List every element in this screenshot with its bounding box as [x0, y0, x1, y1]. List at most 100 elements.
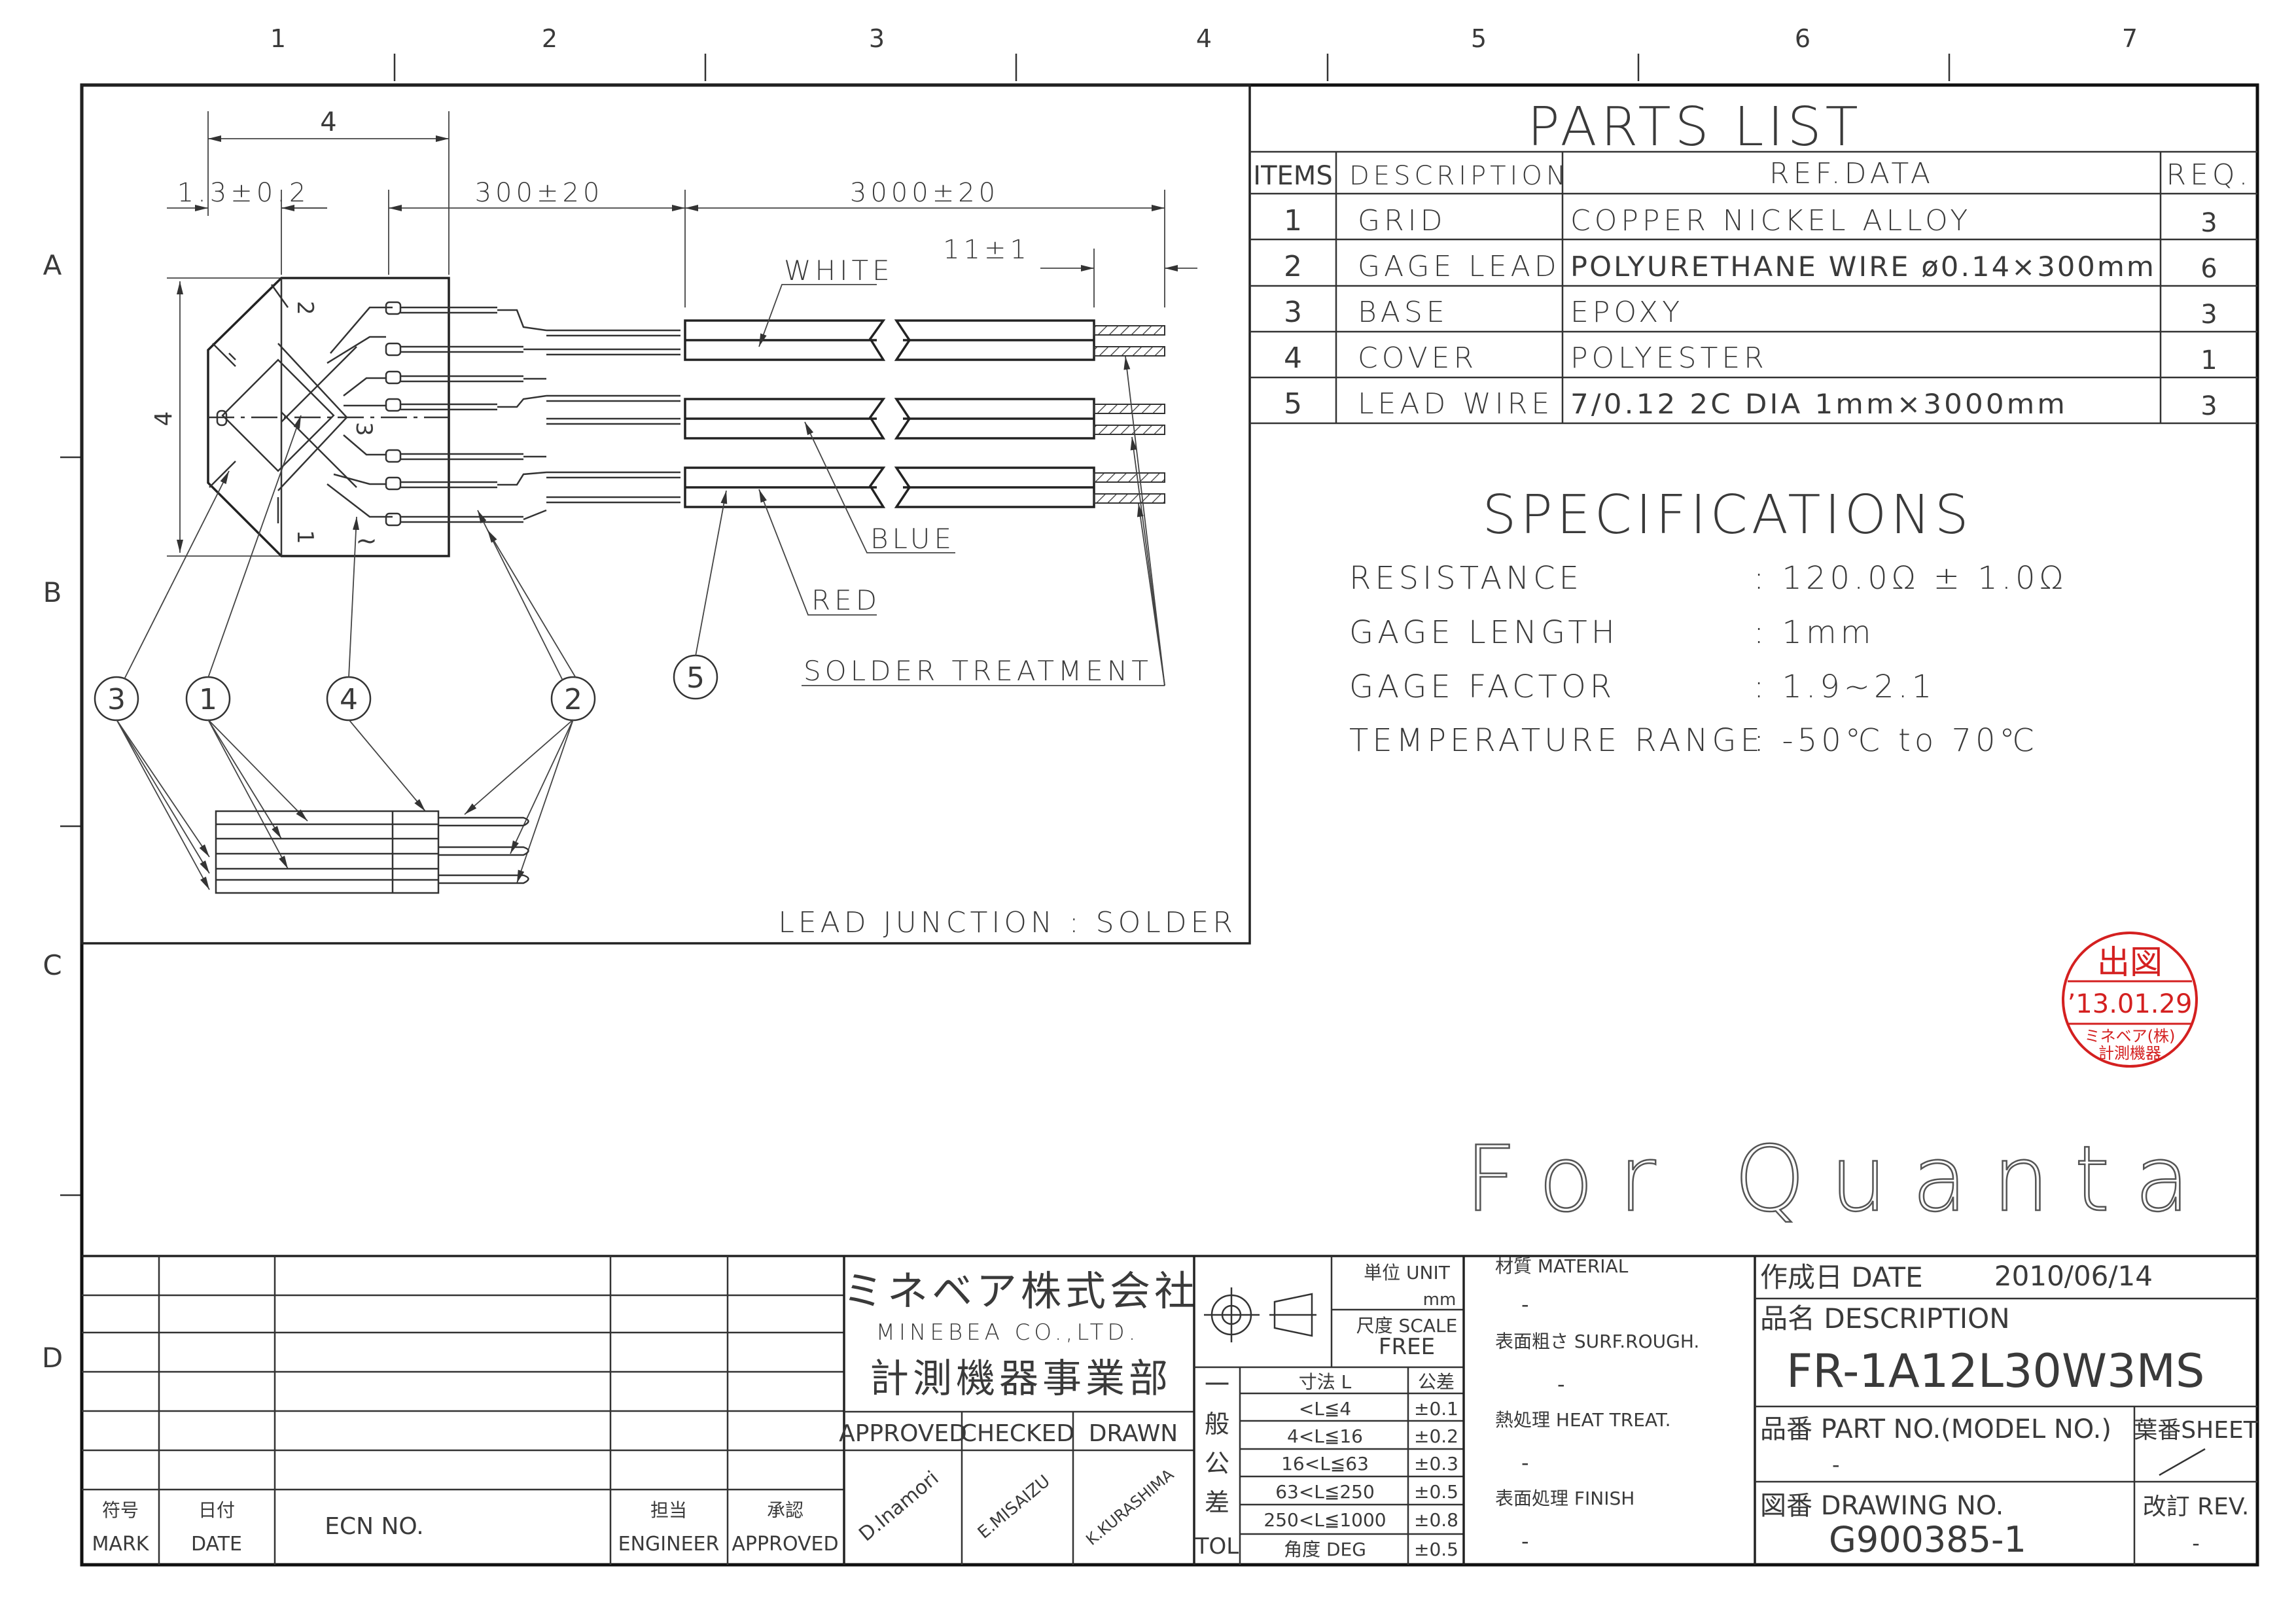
- zone-row-d: D: [42, 1342, 63, 1374]
- zone-col-3: 3: [869, 24, 885, 53]
- spec-value-temperature: : -50℃ to 70℃: [1754, 722, 2038, 759]
- zone-markers: 1 2 3 4 5 6 7 A B C D: [42, 24, 2138, 1374]
- part-1-req: 3: [2200, 208, 2217, 238]
- checked-label: CHECKED: [961, 1420, 1074, 1447]
- stamp-line-1: ミネベア(株): [2085, 1027, 2176, 1045]
- part-3-req: 3: [2200, 300, 2217, 330]
- tol-range-2: 4<L≦16: [1287, 1425, 1363, 1447]
- lead-wires: [546, 319, 1165, 508]
- dim-overall: 4: [320, 107, 336, 137]
- tol-vertical-2: 般: [1205, 1410, 1229, 1439]
- zone-col-2: 2: [542, 24, 557, 53]
- balloon-4: 4: [340, 683, 358, 716]
- date-field-value: 2010/06/14: [1994, 1260, 2153, 1292]
- parts-header-req: REQ.: [2166, 158, 2252, 192]
- balloon-3: 3: [107, 683, 126, 716]
- spec-label-resistance: RESISTANCE: [1349, 560, 1583, 597]
- division-jp: 計測機器事業部: [870, 1356, 1172, 1402]
- specifications: SPECIFICATIONS RESISTANCE : 120.0Ω ± 1.0…: [1349, 484, 2067, 759]
- finish-value: -: [1521, 1529, 1529, 1554]
- date-jp: 日付: [198, 1499, 235, 1521]
- dim-lead-wire: 3000±20: [850, 178, 999, 208]
- part-5-item: 5: [1284, 387, 1302, 421]
- stamp-line-2: 計測機器: [2098, 1044, 2161, 1062]
- surf-rough-label: 表面粗さ SURF.ROUGH.: [1495, 1331, 1699, 1352]
- part-1-description: GRID: [1358, 204, 1447, 237]
- parts-header-ref: REF.DATA: [1769, 157, 1934, 190]
- stamp-top: 出図: [2097, 943, 2163, 981]
- tol-header-tol: 公差: [1418, 1371, 1455, 1393]
- rev-value: -: [2192, 1531, 2200, 1556]
- part-2-description: GAGE LEAD: [1358, 250, 1561, 283]
- zone-row-c: C: [43, 949, 62, 981]
- solder-tips: [1093, 325, 1165, 504]
- drawing-no-value: G900385-1: [1829, 1519, 2026, 1560]
- dim-grid-width: 1.3±0.2: [177, 178, 310, 208]
- description-label: 品名 DESCRIPTION: [1760, 1302, 2010, 1335]
- balloon-2: 2: [564, 683, 582, 716]
- engineer-jp: 担当: [650, 1499, 687, 1521]
- part-1-item: 1: [1284, 204, 1302, 237]
- dim-height: 4: [150, 411, 177, 427]
- part-no-value: -: [1832, 1452, 1840, 1477]
- rev-label: 改訂 REV.: [2143, 1493, 2250, 1520]
- scale-label: 尺度 SCALE: [1356, 1315, 1458, 1336]
- parts-list-title: PARTS LIST: [1527, 96, 1862, 158]
- spec-value-gage-length: : 1mm: [1754, 614, 1875, 651]
- spec-title: SPECIFICATIONS: [1482, 484, 1972, 546]
- part-3-item: 3: [1284, 296, 1302, 329]
- approved-jp: 承認: [767, 1499, 804, 1521]
- part-3-description: BASE: [1358, 296, 1449, 329]
- watermark-for-quanta: For Quanta: [1465, 1126, 2215, 1232]
- tol-vertical-4: 差: [1205, 1488, 1229, 1517]
- title-block: 符号 MARK 日付 DATE ECN NO. 担当 ENGINEER 承認 A…: [82, 1255, 2259, 1565]
- spec-label-gage-factor: GAGE FACTOR: [1349, 669, 1616, 705]
- tol-value-3: ±0.3: [1414, 1453, 1458, 1475]
- ecn-label: ECN NO.: [325, 1513, 424, 1540]
- drawn-label: DRAWN: [1089, 1420, 1178, 1447]
- part-4-req: 1: [2200, 345, 2217, 375]
- tol-vertical-1: 一: [1205, 1370, 1229, 1399]
- tol-value-1: ±0.1: [1414, 1398, 1458, 1420]
- tol-range-5: 250<L≦1000: [1263, 1509, 1386, 1531]
- grid-number-1: 1: [292, 530, 318, 544]
- part-5-req: 3: [2200, 391, 2217, 421]
- zone-col-5: 5: [1471, 24, 1487, 53]
- tol-range-4: 63<L≦250: [1275, 1481, 1375, 1503]
- sheet-label: 葉番SHEET: [2134, 1417, 2258, 1444]
- tol-value-4: ±0.5: [1414, 1481, 1458, 1503]
- spec-label-gage-length: GAGE LENGTH: [1349, 614, 1619, 651]
- part-5-description: LEAD WIRE: [1358, 387, 1553, 421]
- unit-value: mm: [1423, 1290, 1457, 1310]
- gauge-body: 2 3 1 ~: [207, 277, 450, 557]
- side-view: [215, 810, 529, 894]
- part-5-ref: 7/0.12 2C DIA 1mm×3000mm: [1570, 388, 2068, 420]
- balloon-5: 5: [686, 661, 705, 695]
- tol-value-2: ±0.2: [1414, 1425, 1458, 1447]
- tol-header-dim: 寸法 L: [1299, 1371, 1352, 1393]
- part-2-item: 2: [1284, 250, 1302, 283]
- zone-row-a: A: [43, 249, 62, 281]
- zone-col-4: 4: [1196, 24, 1212, 53]
- tol-range-3: 16<L≦63: [1281, 1453, 1369, 1475]
- lead-junction-note: LEAD JUNCTION : SOLDER: [778, 906, 1237, 939]
- part-4-item: 4: [1284, 341, 1302, 375]
- description-value: FR-1A12L30W3MS: [1786, 1344, 2204, 1398]
- part-2-req: 6: [2200, 254, 2217, 284]
- drawing-view-frame: [80, 84, 1251, 945]
- approved-label-2: APPROVED: [732, 1533, 838, 1556]
- spec-value-resistance: : 120.0Ω ± 1.0Ω: [1754, 560, 2067, 597]
- heat-treat-label: 熱処理 HEAT TREAT.: [1495, 1409, 1671, 1431]
- parts-header-items: ITEMS: [1253, 161, 1332, 191]
- surf-rough-value: -: [1557, 1372, 1565, 1397]
- drawing-no-label: 図番 DRAWING NO.: [1760, 1491, 2004, 1521]
- approved-label: APPROVED: [839, 1420, 967, 1447]
- mark-jp: 符号: [102, 1499, 139, 1521]
- tol-range-6: 角度 DEG: [1284, 1539, 1366, 1560]
- date-label: DATE: [191, 1533, 242, 1556]
- signature-drawn: K.KURASHIMA: [1082, 1465, 1177, 1549]
- company-jp: ミネベア株式会社: [843, 1267, 1199, 1315]
- projection-symbol-icon: [1204, 1287, 1316, 1342]
- parts-header-description: DESCRIPTION: [1349, 161, 1570, 191]
- spec-label-temperature: TEMPERATURE RANGE: [1349, 722, 1764, 759]
